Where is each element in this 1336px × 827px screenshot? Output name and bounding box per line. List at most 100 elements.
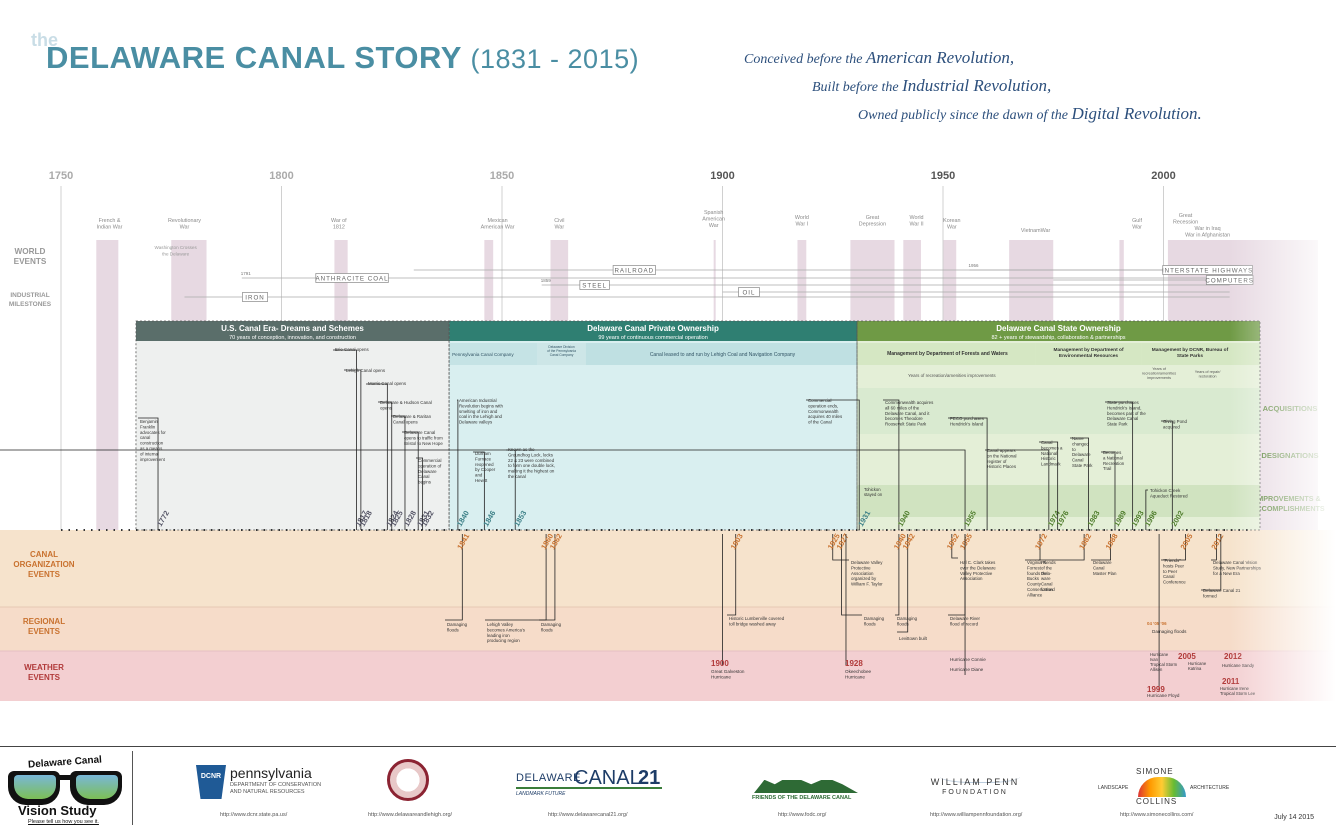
milestone-box	[612, 265, 656, 275]
era3-forests-band	[857, 343, 1036, 365]
sub-penn: Pennsylvania Canal Company	[452, 352, 514, 357]
friends-leader	[1039, 534, 1085, 561]
floyd-year: 1999	[1147, 685, 1165, 694]
url-dandl[interactable]: http://www.delawareandlehigh.org/	[368, 812, 453, 818]
milestone-box	[242, 292, 268, 302]
franklin-leader	[138, 417, 159, 530]
floyd-note: Hurricane Floyd	[1147, 693, 1180, 698]
url-wpf[interactable]: http://www.williampennfoundation.org/	[930, 812, 1023, 818]
sub-rep: Years of repair/restoration	[1195, 370, 1222, 379]
url-simonecollins[interactable]: http://www.simonecollins.com/	[1120, 812, 1194, 818]
url-fodc[interactable]: http://www.fodc.org/	[778, 812, 827, 818]
sub-lehigh: Canal leased to and run by Lehigh Coal a…	[650, 352, 796, 358]
war-label: French &Indian War	[97, 218, 123, 231]
vision-logo-sub: Vision Study	[18, 803, 97, 818]
wpf-name: WILLIAM PENN	[930, 777, 1020, 787]
url-dc21[interactable]: http://www.delawarecanal21.org/	[548, 812, 628, 818]
american-leader	[457, 399, 459, 530]
diane-note: Hurricane Diane	[950, 667, 984, 672]
clark-leader	[951, 534, 958, 559]
canal-boat-icon	[754, 775, 858, 793]
milestone-label: RAILROAD	[614, 268, 654, 275]
era3-title: Delaware Canal State Ownership	[996, 324, 1121, 333]
tagline-2: Built before the Industrial Revolution,	[812, 76, 1051, 96]
page-title: DELAWARE CANAL STORY (1831 - 2015)	[46, 40, 639, 76]
aqueduct-leader	[1145, 489, 1148, 530]
flood3-leader	[841, 534, 862, 616]
war-bar	[96, 240, 119, 530]
pa-wordmark: pennsylvania	[230, 765, 312, 781]
milestone-label: INTERSTATE HIGHWAYS	[1162, 268, 1253, 275]
milestone-start: 1956	[968, 263, 979, 268]
era3-header	[857, 321, 1260, 341]
url-dcnr[interactable]: http://www.dcnr.state.pa.us/	[220, 812, 288, 818]
era1-sub: 70 years of conception, innovation, and …	[229, 335, 356, 341]
right-fade	[1230, 160, 1336, 720]
era2-penn-band	[449, 343, 538, 365]
levittown-leader	[897, 534, 909, 633]
wpf-foundation: FOUNDATION	[942, 789, 1008, 796]
keystone-icon	[196, 765, 226, 799]
dc21-landmark: LANDMARK FUTURE	[516, 791, 566, 797]
peer-leader	[1161, 534, 1186, 561]
katrina-year: 2005	[1178, 652, 1196, 661]
hendrick-leader	[1105, 401, 1134, 530]
milestone-box	[579, 280, 610, 290]
milestone-box	[315, 273, 389, 283]
commercial-leader	[416, 457, 424, 530]
flood4-leader	[895, 534, 900, 616]
fodc-name: FRIENDS OF THE DELAWARE CANAL	[752, 795, 852, 801]
lumberville-leader	[727, 534, 737, 616]
sub-rec1: Years of recreation/amenities improvemen…	[908, 373, 996, 378]
wpf-signature-icon	[940, 767, 1020, 783]
vision-logo-tag: Please tell us how you see it.	[28, 819, 99, 825]
era2-title: Delaware Canal Private Ownership	[587, 324, 719, 333]
delaware-lehigh-seal-icon	[387, 759, 429, 801]
levittown-note: Levittown built	[899, 636, 928, 641]
milestone-label: ANTHRACITE COAL	[316, 276, 389, 283]
natreg-leader	[985, 449, 1050, 530]
era2-sub: 99 years of continuous commercial operat…	[598, 335, 707, 341]
master-leader	[1091, 534, 1111, 561]
era1-title: U.S. Canal Era- Dreams and Schemes	[221, 324, 364, 333]
acq1-leader	[883, 399, 900, 530]
dc21-number: 21	[638, 767, 661, 789]
namechg-leader	[1070, 437, 1089, 530]
erie-note: Erie Canal opens	[335, 347, 369, 352]
era2-lehigh-band	[585, 343, 858, 365]
tagline-1-b: American Revolution,	[865, 48, 1015, 67]
milestone-label: IRON	[245, 295, 264, 302]
nrt-leader	[1101, 451, 1116, 530]
